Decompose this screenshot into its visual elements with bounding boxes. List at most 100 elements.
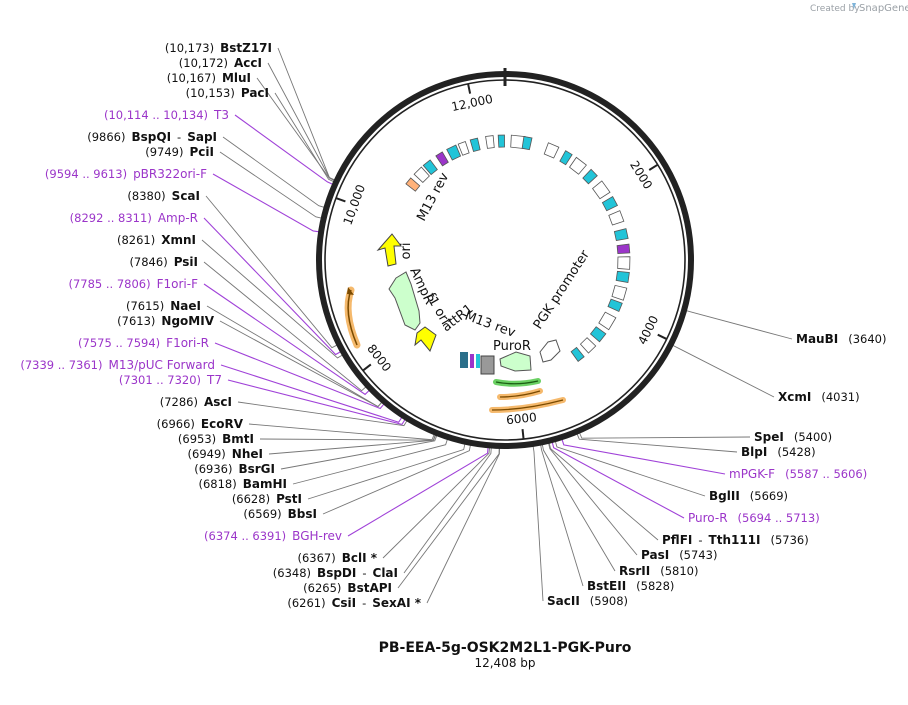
- site-position: (10,114 .. 10,134): [104, 108, 208, 122]
- feature-block: [422, 159, 438, 176]
- site-position: (6348): [273, 566, 311, 580]
- site-label-left: (6949)NheI: [188, 447, 263, 461]
- site-name: T3: [213, 108, 229, 122]
- leader-line: [222, 136, 325, 208]
- site-label-left: (7613)NgoMIV: [117, 314, 215, 328]
- leader-line: [201, 239, 343, 359]
- site-label-left: (6569)BbsI: [243, 507, 317, 521]
- site-position: (6953): [178, 432, 216, 446]
- site-name: BstEII: [587, 579, 626, 593]
- site-name: PstI: [276, 492, 302, 506]
- site-label-text: Puro-R(5694 .. 5713): [688, 511, 820, 525]
- feature-block: [521, 135, 533, 151]
- site-position: (9749): [145, 145, 183, 159]
- site-label-left: (9866)BspQI-SapI: [87, 130, 217, 144]
- f1ori-arrow: [414, 326, 437, 352]
- site-label-text: SpeI(5400): [754, 430, 832, 444]
- site-label-text: (6628) PstI: [232, 492, 302, 506]
- site-separator: -: [177, 130, 181, 144]
- feature-block: [608, 210, 625, 226]
- feature-block: [469, 137, 481, 152]
- site-name-alt: SapI: [187, 130, 217, 144]
- leader-line: [219, 151, 322, 219]
- feature-block: [601, 195, 619, 212]
- site-position: (5810): [660, 564, 698, 578]
- orange-arc-left: [344, 286, 361, 349]
- leader-line: [205, 195, 338, 349]
- site-label-text: XcmI(4031): [778, 390, 860, 404]
- site-label-left: (6936)BsrGI: [194, 462, 275, 476]
- site-name: BsrGI: [238, 462, 275, 476]
- site-position: (6569): [243, 507, 281, 521]
- site-label-right: BglII(5669): [709, 489, 788, 503]
- feature-block: [485, 135, 495, 149]
- leader-lines: [201, 47, 793, 604]
- site-label-right: RsrII (5810): [619, 564, 698, 578]
- site-position: (7846): [129, 255, 167, 269]
- feature-block: [570, 346, 585, 362]
- site-label-left: (6818)BamHI: [198, 477, 287, 491]
- site-label-right: mPGK-F(5587 .. 5606): [729, 467, 867, 481]
- site-name: EcoRV: [201, 417, 244, 431]
- site-position: (6261): [287, 596, 325, 610]
- site-position: (7613): [117, 314, 155, 328]
- pgk-promoter-arrow: [539, 339, 561, 363]
- site-label-left: (6374 .. 6391)BGH-rev: [204, 529, 342, 543]
- feature-block: [598, 311, 617, 331]
- site-label-text: (10,167)MluI: [167, 71, 251, 85]
- site-position: (4031): [821, 390, 859, 404]
- feature-block: [413, 166, 430, 183]
- feature-block: [497, 134, 505, 148]
- leader-line: [234, 114, 334, 185]
- site-label-left: (10,172)AccI: [179, 56, 262, 70]
- site-position: (5587 .. 5606): [785, 467, 867, 481]
- watermark-brand: SnapGene: [859, 3, 908, 14]
- leader-line: [322, 444, 471, 515]
- site-label-left: (6628) PstI: [232, 492, 302, 506]
- site-label-text: (9749)PciI: [145, 145, 214, 159]
- site-label-left: (7615)NaeI: [126, 299, 201, 313]
- site-label-text: (7846)PsiI: [129, 255, 198, 269]
- site-label-text: (7575 .. 7594)F1ori-R: [78, 336, 209, 350]
- site-name-alt: SexAI *: [372, 596, 421, 610]
- site-label-left: (6966)EcoRV: [157, 417, 244, 431]
- site-label-text: (8292 .. 8311)Amp-R: [70, 211, 198, 225]
- tick-mark: [362, 363, 372, 372]
- leader-line: [541, 444, 616, 572]
- site-label-right: BlpI(5428): [741, 445, 816, 459]
- label-m13rev-bottom: M13 rev: [463, 309, 518, 341]
- site-name-alt: ClaI: [373, 566, 398, 580]
- leader-line: [203, 283, 370, 396]
- leader-line: [292, 438, 448, 485]
- leader-line: [203, 261, 367, 392]
- feature-block: [616, 243, 631, 255]
- site-label-left: (9749)PciI: [145, 145, 214, 159]
- site-name: BstAPI: [347, 581, 392, 595]
- ampr-arrow: [388, 271, 421, 331]
- label-pgk-promoter: PGK promoter: [531, 247, 593, 332]
- site-label-text: (6367)BclI *: [297, 551, 377, 565]
- site-name: F1ori-R: [166, 336, 209, 350]
- site-name: BclI *: [342, 551, 378, 565]
- site-position: (5428): [777, 445, 815, 459]
- site-position: (6628): [232, 492, 270, 506]
- site-name: MauBI: [796, 332, 838, 346]
- site-label-text: PflFI-Tth111I(5736): [662, 533, 809, 547]
- leader-line: [227, 379, 406, 425]
- site-name: SpeI: [754, 430, 784, 444]
- site-name: T7: [206, 373, 222, 387]
- site-label-text: (7785 .. 7806)F1ori-F: [68, 277, 198, 291]
- site-name: BmtI: [222, 432, 254, 446]
- site-position: (9866): [87, 130, 125, 144]
- site-name: BamHI: [243, 477, 287, 491]
- site-label-text: BstEII(5828): [587, 579, 674, 593]
- leader-line: [403, 447, 492, 574]
- site-name: ScaI: [172, 189, 200, 203]
- leader-line: [274, 92, 335, 183]
- site-name: PflFI: [662, 533, 692, 547]
- site-position: (5669): [750, 489, 788, 503]
- feature-block: [607, 298, 623, 313]
- site-position: (8380): [127, 189, 165, 203]
- site-name: RsrII: [619, 564, 650, 578]
- tick-mark: [657, 333, 668, 340]
